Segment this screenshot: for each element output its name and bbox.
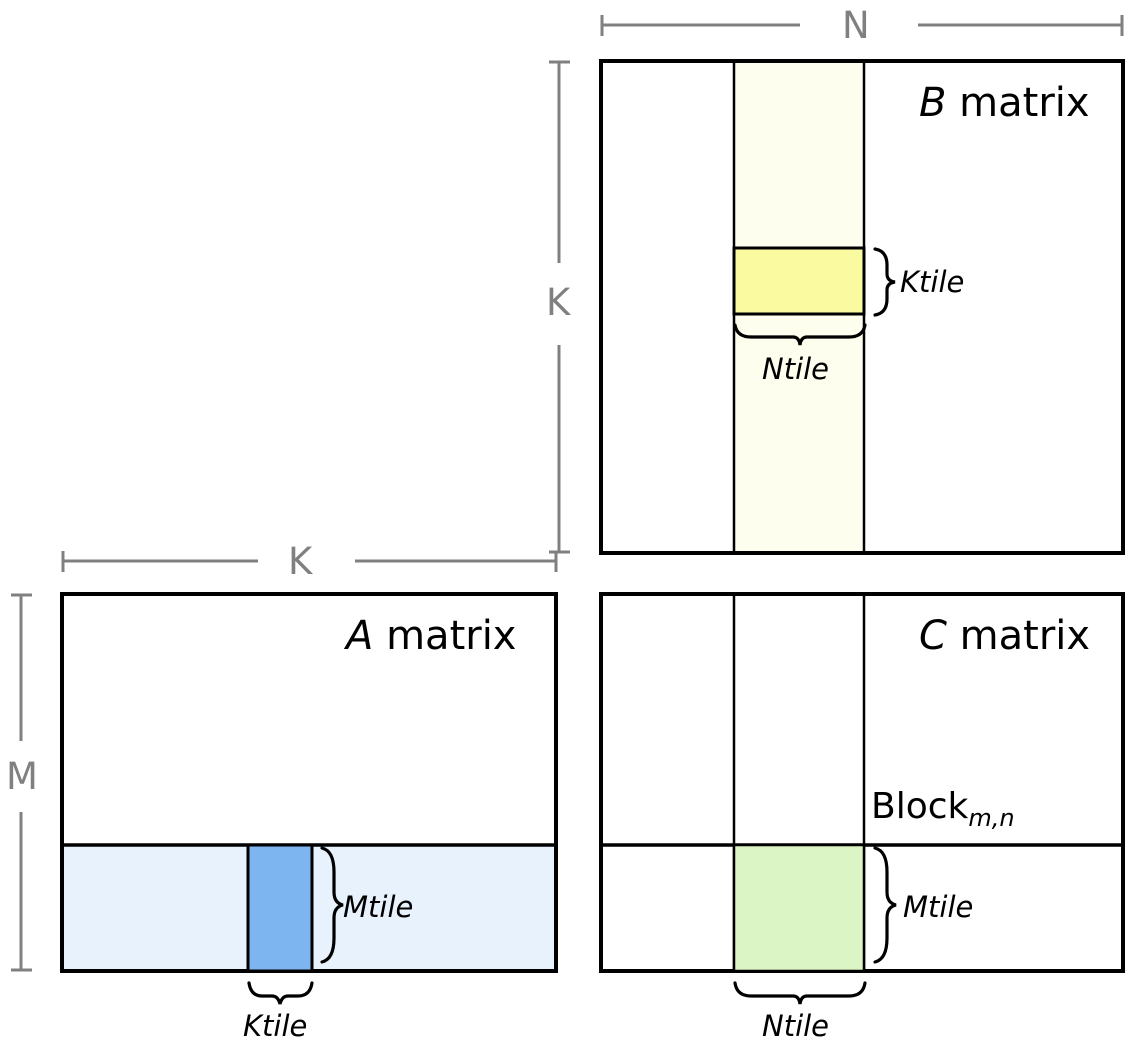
- k-dimension-line-horizontal: [61, 551, 558, 572]
- a-matrix-group: [60, 592, 558, 973]
- c-active-tile: [732, 843, 866, 973]
- b-matrix-label-symbol: B: [919, 80, 947, 126]
- a-active-tile: [246, 843, 314, 973]
- c-matrix-label-text: matrix: [946, 613, 1091, 659]
- c-block-label-subscript: m,n: [968, 804, 1015, 832]
- a-matrix-label-text: matrix: [373, 613, 517, 659]
- c-mtile-label: Mtile: [903, 890, 974, 924]
- c-block-label: Blockm,n: [871, 786, 1015, 831]
- k-dimension-vertical-label: K: [546, 281, 571, 324]
- c-block-label-text: Block: [871, 786, 969, 827]
- a-matrix-label-symbol: A: [346, 613, 374, 659]
- b-ktile-label: Ktile: [900, 265, 965, 299]
- k-dimension-horizontal-label: K: [288, 540, 313, 583]
- m-dimension-label: M: [6, 755, 38, 798]
- c-matrix-group: [599, 592, 1125, 973]
- n-dimension-label: N: [842, 4, 870, 47]
- c-ntile-brace: [733, 981, 867, 1005]
- a-matrix-label: A matrix: [346, 616, 516, 656]
- b-matrix-label: B matrix: [919, 83, 1090, 123]
- k-dimension-line-vertical: [549, 60, 570, 554]
- c-matrix-label-symbol: C: [919, 613, 947, 659]
- n-dimension-line: [600, 15, 1124, 36]
- a-mtile-label: Mtile: [343, 890, 414, 924]
- a-ktile-label: Ktile: [243, 1009, 308, 1043]
- b-matrix-group: [599, 59, 1125, 555]
- c-mtile-brace: [873, 846, 897, 964]
- c-ntile-label: Ntile: [762, 1009, 830, 1043]
- b-matrix-box: [599, 59, 1125, 555]
- b-active-tile: [732, 246, 866, 316]
- b-matrix-label-text: matrix: [946, 80, 1090, 126]
- c-matrix-label: C matrix: [919, 616, 1090, 656]
- a-mtile-brace: [320, 846, 344, 964]
- a-ktile-brace: [247, 981, 314, 1005]
- b-ntile-brace: [733, 323, 867, 346]
- m-dimension-line: [11, 593, 32, 972]
- b-ktile-brace: [873, 247, 896, 317]
- b-ntile-label: Ntile: [762, 352, 830, 386]
